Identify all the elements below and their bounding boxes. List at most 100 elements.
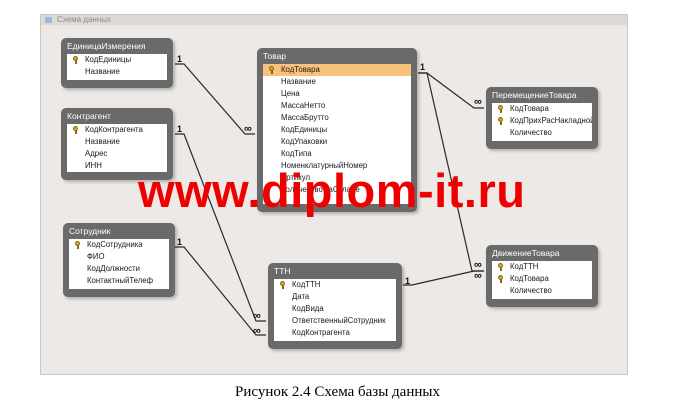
field-name: КодТовара [281, 65, 320, 74]
field-name: КодУпаковки [281, 137, 328, 146]
app-icon [45, 17, 52, 23]
field-row[interactable]: КодЕдиницы [263, 124, 411, 136]
relation-many-mark: ∞ [253, 325, 261, 337]
field-row[interactable]: Адрес [67, 148, 167, 160]
field-row[interactable]: Количество [492, 285, 592, 297]
field-row[interactable]: Артикул [263, 172, 411, 184]
figure-caption: Рисунок 2.4 Схема базы данных [235, 384, 440, 400]
relation-line [403, 270, 484, 286]
table-edinica-izmereniya[interactable]: ЕдиницаИзмерения КодЕдиницы Название [61, 38, 173, 88]
table-dvizhenie-tovara[interactable]: ДвижениеТовара КодТТН КодТовара Количест… [486, 245, 598, 307]
relation-one-mark: 1 [177, 54, 183, 64]
relation-many-mark: ∞ [474, 96, 482, 108]
field-name: Цена [281, 89, 300, 98]
relation-one-mark: 1 [177, 124, 183, 134]
field-name: КонтактныйТелеф [87, 276, 154, 285]
relation-line [175, 63, 255, 135]
field-row[interactable]: МассаНетто [263, 100, 411, 112]
field-row[interactable]: КодТовара [492, 273, 592, 285]
field-name: НоменклатурныйНомер [281, 161, 368, 170]
table-tovar[interactable]: Товар КодТовара Название Цена МассаНетто… [257, 48, 417, 212]
table-ttn[interactable]: ТТН КодТТН Дата КодВида ОтветственныйСот… [268, 263, 402, 349]
field-row[interactable]: КодТТН [492, 261, 592, 273]
field-name: Адрес [85, 149, 108, 158]
field-row[interactable]: КодДолжности [69, 263, 169, 275]
field-row[interactable]: КоличествоНаСкладе [263, 184, 411, 196]
table-title[interactable]: ЕдиницаИзмерения [67, 41, 146, 51]
field-row[interactable]: ИНН [67, 160, 167, 172]
field-name: МассаБрутто [281, 113, 329, 122]
field-row[interactable]: КодВида [274, 303, 396, 315]
relation-line [175, 246, 266, 336]
field-row[interactable]: КодТипа [263, 148, 411, 160]
field-row[interactable]: Название [263, 76, 411, 88]
field-row[interactable]: КодЕдиницы [67, 54, 167, 66]
table-title[interactable]: ПеремещениеТовара [492, 90, 577, 100]
primary-key-icon [75, 241, 80, 249]
field-name: ФИО [87, 252, 105, 261]
field-list[interactable]: КодСотрудника ФИО КодДолжности Контактны… [69, 239, 169, 289]
field-list[interactable]: КодТовара КодПрихРасНакладной Количество [492, 103, 592, 141]
primary-key-icon [498, 117, 503, 125]
field-name: Дата [292, 292, 310, 301]
field-row[interactable]: КодКонтрагента [274, 327, 396, 339]
field-name: Артикул [281, 173, 311, 182]
table-title[interactable]: Товар [263, 51, 287, 61]
field-row[interactable]: КонтактныйТелеф [69, 275, 169, 287]
window-title: Схема данных [57, 15, 112, 24]
field-list[interactable]: КодТТН Дата КодВида ОтветственныйСотрудн… [274, 279, 396, 341]
field-name: Количество [510, 128, 552, 137]
field-list[interactable]: КодТТН КодТовара Количество [492, 261, 592, 299]
field-name: КодТипа [281, 149, 312, 158]
relation-one-mark: 1 [405, 276, 411, 286]
field-row[interactable]: КодСотрудника [69, 239, 169, 251]
field-name: ОтветственныйСотрудник [292, 316, 386, 325]
relation-line [175, 133, 266, 322]
relation-many-mark: ∞ [474, 259, 482, 271]
watermark-text: www.diplom-it.ru [138, 164, 526, 217]
table-peremeshenie-tovara[interactable]: ПеремещениеТовара КодТовара КодПрихРасНа… [486, 87, 598, 149]
field-row[interactable]: НоменклатурныйНомер [263, 160, 411, 172]
table-sotrudnik[interactable]: Сотрудник КодСотрудника ФИО КодДолжности… [63, 223, 175, 297]
field-row[interactable]: КодТовара [492, 103, 592, 115]
field-row[interactable]: КодПрихРасНакладной [492, 115, 592, 127]
field-row[interactable]: МассаБрутто [263, 112, 411, 124]
table-title[interactable]: ДвижениеТовара [492, 248, 560, 258]
field-row[interactable]: КодТТН [274, 279, 396, 291]
field-name: КодТТН [292, 280, 321, 289]
table-title[interactable]: Контрагент [67, 111, 111, 121]
field-row-selected[interactable]: КодТовара [263, 64, 411, 76]
field-row[interactable]: ФИО [69, 251, 169, 263]
primary-key-icon [498, 275, 503, 283]
field-row[interactable]: Количество [492, 127, 592, 139]
field-list[interactable]: КодЕдиницы Название [67, 54, 167, 80]
field-row[interactable]: КодУпаковки [263, 136, 411, 148]
table-kontragent[interactable]: Контрагент КодКонтрагента Название Адрес… [61, 108, 173, 180]
field-row[interactable]: КодКонтрагента [67, 124, 167, 136]
table-title[interactable]: Сотрудник [69, 226, 111, 236]
relation-many-mark: ∞ [474, 270, 482, 282]
relationship-lines [175, 63, 484, 336]
field-name: КодПрихРасНакладной [510, 116, 592, 125]
field-name: КодЕдиницы [85, 55, 132, 64]
primary-key-icon [269, 66, 274, 74]
field-row[interactable]: Дата [274, 291, 396, 303]
field-list[interactable]: КодКонтрагента Название Адрес ИНН [67, 124, 167, 172]
table-title[interactable]: ТТН [274, 266, 291, 276]
relation-many-mark: ∞ [253, 310, 261, 322]
field-name: КодТовара [510, 104, 549, 113]
primary-key-icon [73, 56, 78, 64]
field-row[interactable]: Цена [263, 88, 411, 100]
title-bar: Схема данных [41, 15, 627, 25]
field-name: Название [281, 77, 316, 86]
schema-window: Схема данных 1 ∞ 1 ∞ 1 1 ∞ ∞ 1 ∞ ∞ Едини… [40, 14, 628, 375]
field-name: КодКонтрагента [292, 328, 350, 337]
field-name: Количество [510, 286, 552, 295]
field-row[interactable]: Название [67, 66, 167, 78]
field-name: ИНН [85, 161, 102, 170]
field-row[interactable]: ОтветственныйСотрудник [274, 315, 396, 327]
field-row[interactable]: Название [67, 136, 167, 148]
field-name: КодДолжности [87, 264, 141, 273]
field-name: КодКонтрагента [85, 125, 143, 134]
field-list[interactable]: КодТовара Название Цена МассаНетто Масса… [263, 64, 411, 204]
